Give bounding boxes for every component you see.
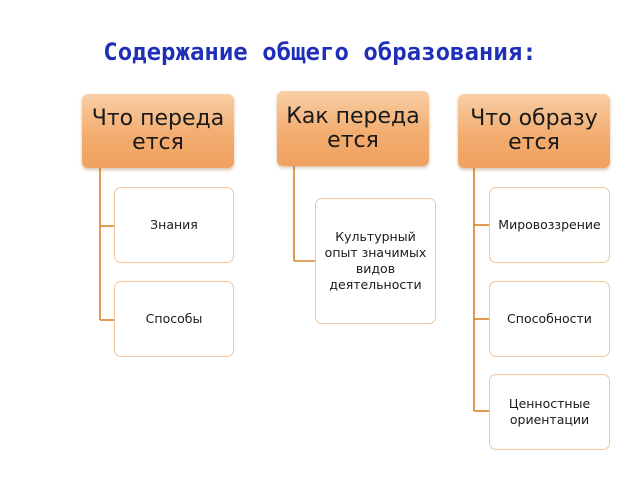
box-worldview: Мировоззрение	[489, 187, 610, 263]
header-what-is-transmitted: Что передается	[82, 94, 234, 168]
slide-title: Содержание общего образования:	[103, 38, 537, 66]
header-what-is-formed: Что образуется	[458, 94, 610, 168]
box-methods: Способы	[114, 281, 234, 357]
box-knowledge: Знания	[114, 187, 234, 263]
header-how-is-transmitted: Как передается	[277, 91, 429, 166]
box-cultural-experience: Культурный опыт значимых видов деятельно…	[315, 198, 436, 324]
box-abilities: Способности	[489, 281, 610, 357]
box-value-orientations: Ценностные ориентации	[489, 374, 610, 450]
